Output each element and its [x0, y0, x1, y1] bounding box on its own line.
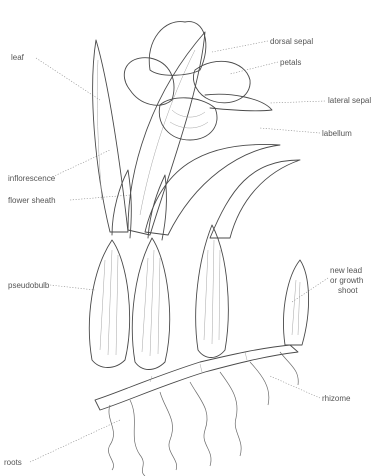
label-labellum: labellum: [322, 129, 352, 138]
rhizome: [95, 345, 298, 410]
flower-sheaths: [112, 170, 166, 240]
pseudobulbs: [89, 225, 228, 370]
label-petals: petals: [280, 58, 301, 67]
label-pseudobulb: pseudobulb: [8, 281, 49, 290]
label-roots: roots: [4, 458, 22, 467]
label-flower-sheath: flower sheath: [8, 196, 56, 205]
leader-lines: [30, 41, 328, 462]
label-leaf: leaf: [11, 53, 24, 62]
leaves: [93, 32, 300, 238]
label-rhizome: rhizome: [322, 394, 350, 403]
new-lead: [283, 260, 308, 345]
label-dorsal-sepal: dorsal sepal: [270, 37, 313, 46]
roots: [108, 352, 298, 476]
label-inflorescence: inflorescence: [8, 174, 55, 183]
label-new-lead: new lead: [330, 266, 362, 275]
label-or-growth: or growth: [330, 276, 363, 285]
label-shoot: shoot: [338, 286, 358, 295]
label-lateral-sepal: lateral sepal: [328, 96, 371, 105]
flower: [124, 22, 272, 140]
